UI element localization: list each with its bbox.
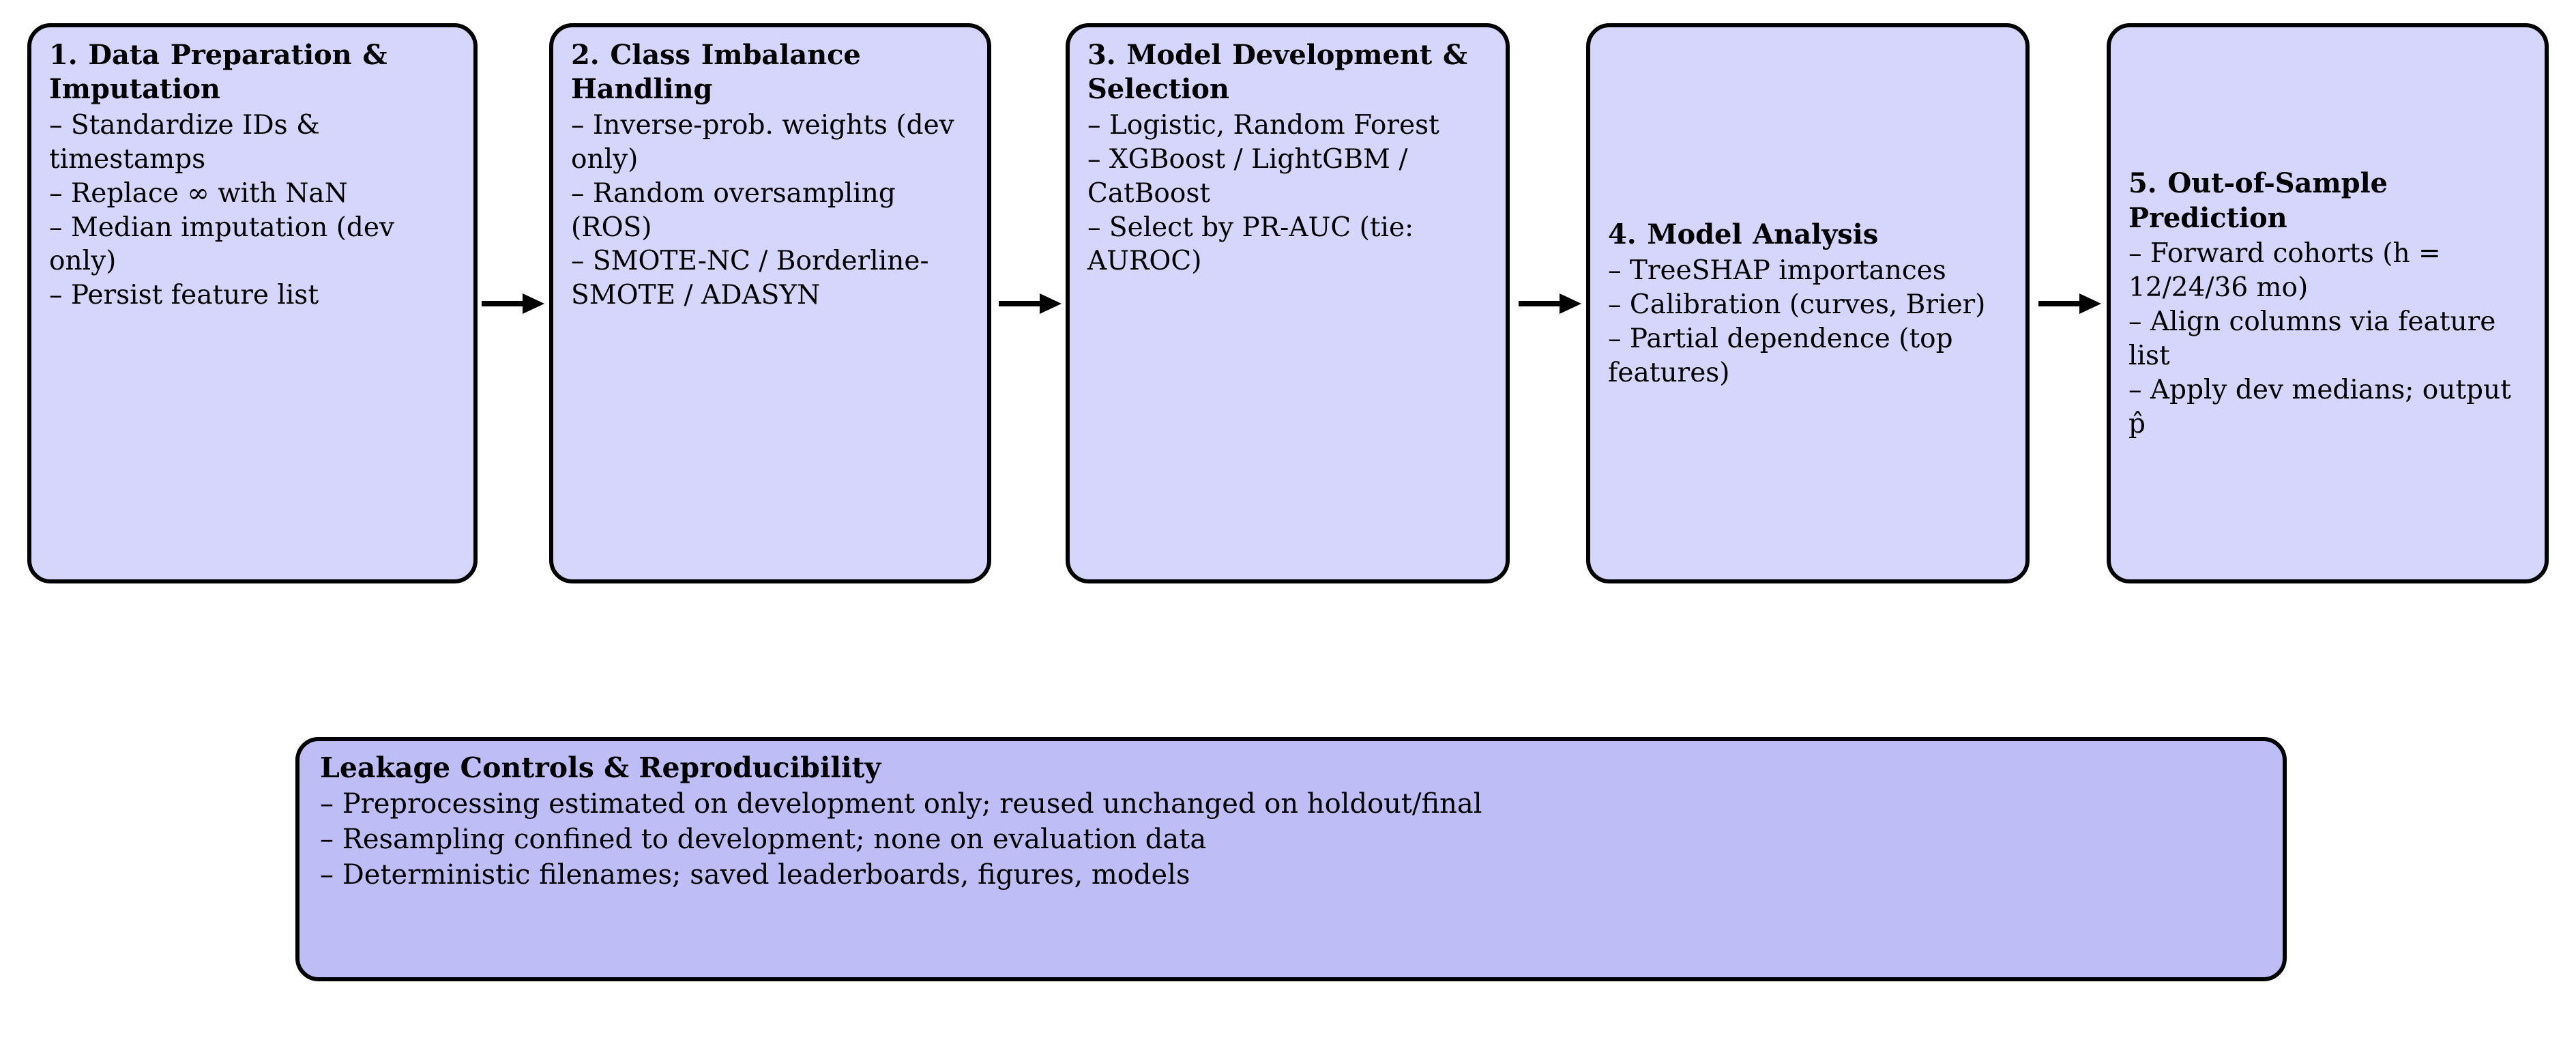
- leakage-controls-banner[interactable]: Leakage Controls & Reproducibility – Pre…: [295, 737, 2287, 981]
- step-3-bullet-list: – Logistic, Random Forest – XGBoost / Li…: [1087, 109, 1491, 279]
- step-1-bullet-1: – Standardize IDs & timestamps: [49, 109, 320, 175]
- step-5-title: 5. Out-of-Sample Prediction: [2128, 167, 2388, 234]
- step-5-bullet-1: – Forward cohorts (h = 12/24/36 mo): [2128, 238, 2441, 304]
- banner-bullet-1: – Preprocessing estimated on development…: [320, 788, 1482, 820]
- step-5-bullet-3: – Apply dev medians; output p̂: [2128, 374, 2511, 439]
- step-3-bullet-2: – XGBoost / LightGBM / CatBoost: [1087, 143, 1408, 209]
- step-4-bullet-list: – TreeSHAP importances – Calibration (cu…: [1608, 254, 2010, 390]
- step-2-title: 2. Class Imbalance Handling: [571, 39, 861, 106]
- step-4-title: 4. Model Analysis: [1608, 218, 1879, 251]
- right-arrow-icon-2: [999, 292, 1062, 315]
- banner-bullet-3: – Deterministic filenames; saved leaderb…: [320, 859, 1190, 891]
- pipeline-row: 1. Data Preparation & Imputation – Stand…: [27, 23, 2549, 583]
- step-2-bullet-list: – Inverse-prob. weights (dev only) – Ran…: [571, 109, 972, 313]
- step-5-bullet-2: – Align columns via feature list: [2128, 306, 2496, 371]
- step-box-1-data-preparation[interactable]: 1. Data Preparation & Imputation – Stand…: [27, 23, 478, 583]
- step-box-4-model-analysis[interactable]: 4. Model Analysis – TreeSHAP importances…: [1586, 23, 2030, 583]
- step-2-bullet-2: – Random oversampling (ROS): [571, 177, 896, 243]
- step-1-bullet-3: – Median imputation (dev only): [49, 212, 395, 277]
- banner-bullet-2: – Resampling confined to development; no…: [320, 824, 1207, 856]
- step-4-bullet-2: – Calibration (curves, Brier): [1608, 289, 1986, 320]
- step-1-title: 1. Data Preparation & Imputation: [49, 39, 387, 106]
- banner-title: Leakage Controls & Reproducibility: [320, 751, 881, 784]
- right-arrow-icon-4: [2038, 292, 2101, 315]
- step-3-title: 3. Model Development & Selection: [1087, 39, 1468, 106]
- banner-bullet-list: – Preprocessing estimated on development…: [320, 786, 2262, 893]
- step-5-bullet-list: – Forward cohorts (h = 12/24/36 mo) – Al…: [2128, 237, 2530, 441]
- step-3-bullet-1: – Logistic, Random Forest: [1087, 109, 1439, 141]
- step-box-3-model-development[interactable]: 3. Model Development & Selection – Logis…: [1066, 23, 1510, 583]
- right-arrow-icon-1: [482, 292, 544, 315]
- right-arrow-icon-3: [1519, 292, 1581, 315]
- step-3-bullet-3: – Select by PR-AUC (tie: AUROC): [1087, 212, 1414, 277]
- step-4-bullet-3: – Partial dependence (top features): [1608, 323, 1953, 388]
- step-1-bullet-4: – Persist feature list: [49, 280, 319, 311]
- step-2-bullet-1: – Inverse-prob. weights (dev only): [571, 109, 954, 175]
- step-2-bullet-3: – SMOTE-NC / Borderline-SMOTE / ADASYN: [571, 246, 929, 311]
- step-box-5-out-of-sample-prediction[interactable]: 5. Out-of-Sample Prediction – Forward co…: [2107, 23, 2549, 583]
- step-1-bullet-list: – Standardize IDs & timestamps – Replace…: [49, 109, 458, 313]
- step-4-bullet-1: – TreeSHAP importances: [1608, 255, 1946, 286]
- step-1-bullet-2: – Replace ∞ with NaN: [49, 177, 348, 209]
- step-box-2-class-imbalance[interactable]: 2. Class Imbalance Handling – Inverse-pr…: [549, 23, 991, 583]
